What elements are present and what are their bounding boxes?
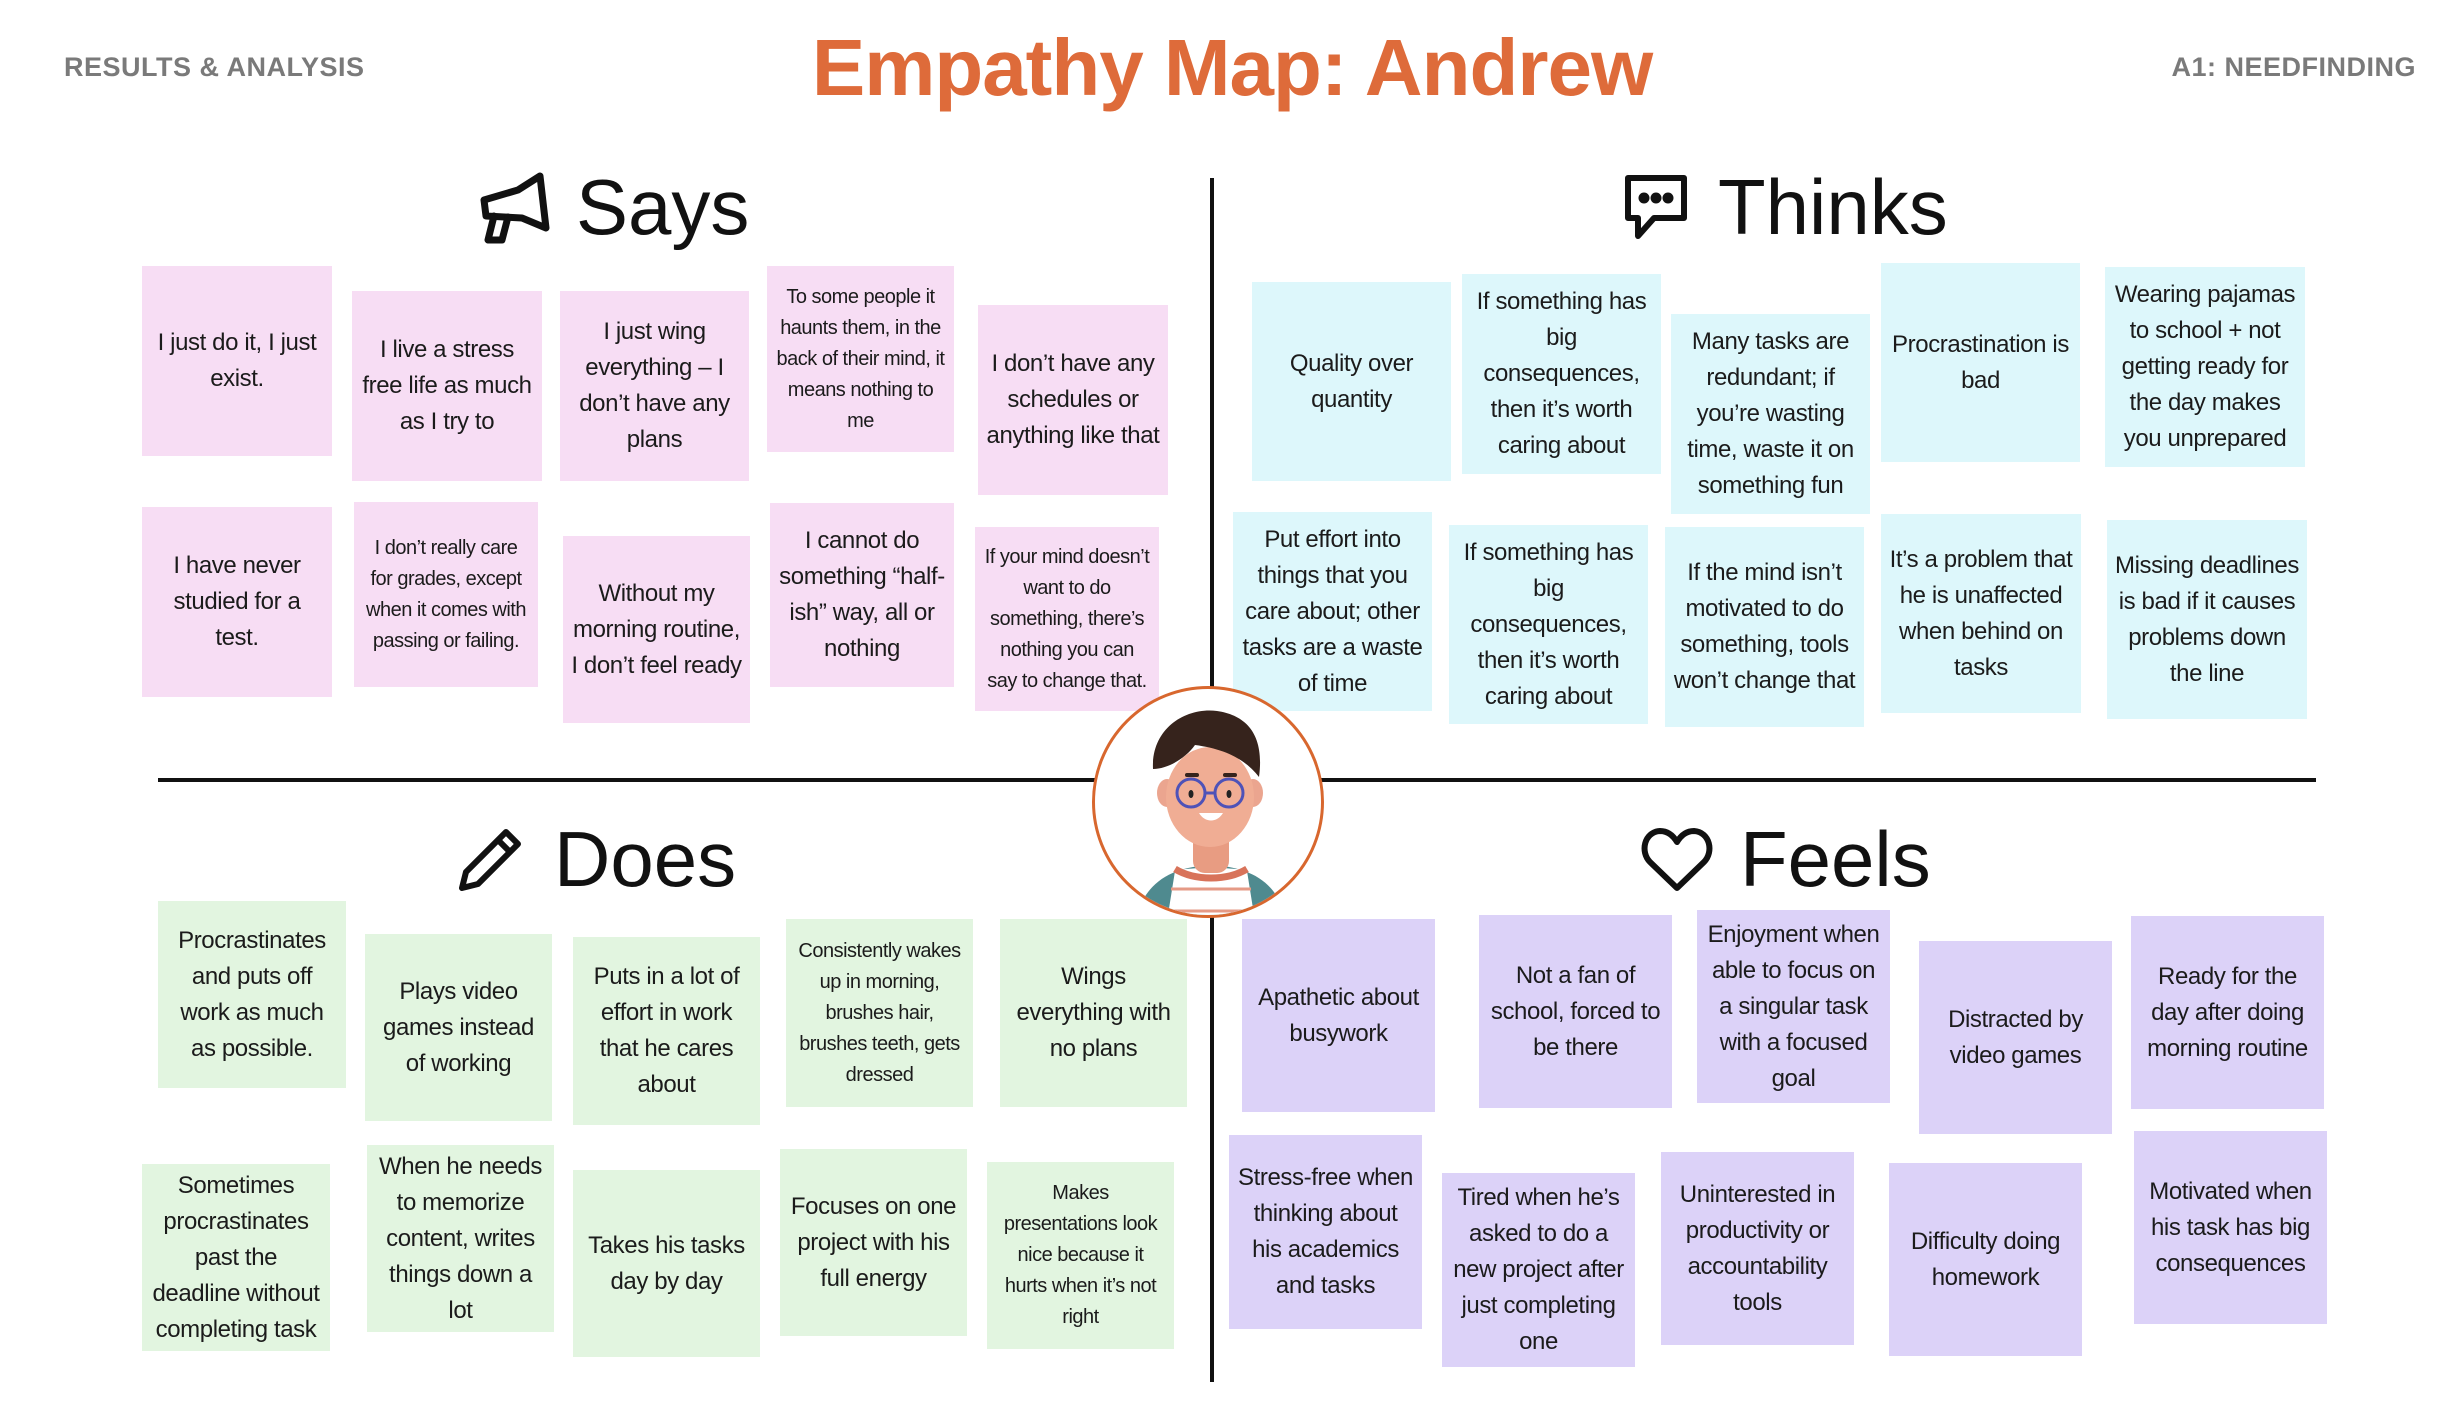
feels-sticky-note: Ready for the day after doing morning ro… (2131, 916, 2324, 1109)
feels-label: Feels (1740, 815, 1931, 903)
feels-sticky-note: Distracted by video games (1919, 941, 2112, 1134)
sticky-note-text: I just wing everything – I don’t have an… (579, 318, 730, 453)
feels-sticky-note: Difficulty doing homework (1889, 1163, 2082, 1356)
sticky-note-text: When he needs to memorize content, write… (379, 1152, 542, 1324)
sticky-note-text: Uninterested in productivity or accounta… (1679, 1180, 1836, 1316)
sticky-note-text: Distracted by video games (1948, 1005, 2083, 1069)
sticky-note-text: Puts in a lot of effort in work that he … (593, 963, 740, 1098)
chat-bubble-icon (1620, 172, 1692, 244)
feels-sticky-note: Stress-free when thinking about his acad… (1229, 1135, 1422, 1329)
feels-sticky-note: Motivated when his task has big conseque… (2134, 1131, 2327, 1324)
sticky-note-text: I cannot do something “half-ish” way, al… (779, 527, 945, 662)
thinks-sticky-note: If something has big consequences, then … (1462, 274, 1661, 474)
thinks-sticky-note: If something has big consequences, then … (1449, 525, 1648, 724)
thinks-sticky-note: Missing deadlines is bad if it causes pr… (2107, 520, 2307, 719)
says-sticky-note: I don’t really care for grades, except w… (354, 502, 538, 687)
sticky-note-text: Quality over quantity (1289, 349, 1414, 413)
thinks-label: Thinks (1718, 163, 1948, 251)
does-sticky-note: Procrastinates and puts off work as much… (158, 901, 346, 1088)
sticky-note-text: Tired when he’s asked to do a new projec… (1453, 1184, 1624, 1355)
does-sticky-note: Consistently wakes up in morning, brushe… (786, 919, 973, 1107)
sticky-note-text: If something has big consequences, then … (1463, 538, 1634, 710)
pencil-icon (452, 822, 528, 898)
does-sticky-note: Takes his tasks day by day (573, 1170, 760, 1357)
sticky-note-text: Ready for the day after doing morning ro… (2147, 962, 2308, 1062)
sticky-note-text: Without my morning routine, I don’t feel… (571, 579, 742, 679)
sticky-note-text: I just do it, I just exist. (157, 329, 317, 392)
feels-sticky-note: Tired when he’s asked to do a new projec… (1442, 1173, 1635, 1367)
says-sticky-note: I just wing everything – I don’t have an… (560, 291, 749, 481)
sticky-note-text: If the mind isn’t motivated to do someth… (1673, 559, 1856, 694)
megaphone-icon (478, 170, 550, 246)
sticky-note-text: I don’t have any schedules or anything l… (986, 350, 1160, 449)
thinks-sticky-note: It’s a problem that he is unaffected whe… (1881, 514, 2081, 713)
says-sticky-note: I don’t have any schedules or anything l… (978, 305, 1168, 495)
page-title: Empathy Map: Andrew (811, 23, 1653, 112)
sticky-note-text: I live a stress free life as much as I t… (362, 336, 532, 435)
feels-sticky-note: Not a fan of school, forced to be there (1479, 915, 1672, 1108)
sticky-note-text: Many tasks are redundant; if you’re wast… (1687, 328, 1854, 499)
does-sticky-note: Sometimes procrastinates past the deadli… (142, 1164, 330, 1351)
does-sticky-note: Wings everything with no plans (1000, 919, 1187, 1107)
sticky-note-text: I have never studied for a test. (173, 552, 301, 651)
sticky-note-text: Motivated when his task has big conseque… (2149, 1177, 2312, 1277)
section-label: RESULTS & ANALYSIS (64, 52, 365, 82)
says-sticky-note: I just do it, I just exist. (142, 266, 332, 456)
does-sticky-note: Makes presentations look nice because it… (987, 1162, 1174, 1349)
does-sticky-note: Focuses on one project with his full ene… (780, 1149, 967, 1336)
sticky-note-text: Wearing pajamas to school + not getting … (2114, 281, 2296, 452)
does-heading: Does (452, 814, 736, 905)
thinks-sticky-note: Many tasks are redundant; if you’re wast… (1671, 314, 1870, 514)
feels-sticky-note: Uninterested in productivity or accounta… (1661, 1152, 1854, 1345)
does-sticky-note: Plays video games instead of working (365, 934, 552, 1121)
heart-icon (1640, 826, 1714, 894)
says-sticky-note: Without my morning routine, I don’t feel… (563, 536, 750, 723)
sticky-note-text: Procrastination is bad (1892, 330, 2069, 394)
sticky-note-text: If your mind doesn’t want to do somethin… (984, 545, 1150, 692)
sticky-note-text: Wings everything with no plans (1016, 963, 1171, 1062)
says-sticky-note: I live a stress free life as much as I t… (352, 291, 542, 481)
sticky-note-text: Difficulty doing homework (1910, 1227, 2061, 1291)
sticky-note-text: Not a fan of school, forced to be there (1490, 961, 1661, 1061)
sticky-note-text: To some people it haunts them, in the ba… (776, 285, 945, 432)
persona-avatar (1092, 686, 1324, 918)
sticky-note-text: Apathetic about busywork (1258, 983, 1419, 1047)
thinks-heading: Thinks (1620, 162, 1948, 253)
assignment-label: A1: NEEDFINDING (2171, 52, 2416, 82)
sticky-note-text: Consistently wakes up in morning, brushe… (798, 939, 961, 1086)
sticky-note-text: If something has big consequences, then … (1476, 288, 1647, 459)
does-sticky-note: Puts in a lot of effort in work that he … (573, 937, 760, 1125)
sticky-note-text: I don’t really care for grades, except w… (366, 536, 526, 652)
thinks-sticky-note: Quality over quantity (1252, 282, 1451, 481)
sticky-note-text: Stress-free when thinking about his acad… (1237, 1164, 1413, 1299)
does-label: Does (554, 815, 737, 903)
does-sticky-note: When he needs to memorize content, write… (367, 1145, 554, 1332)
says-label: Says (576, 163, 750, 251)
sticky-note-text: Missing deadlines is bad if it causes pr… (2115, 551, 2299, 687)
says-heading: Says (478, 162, 749, 253)
sticky-note-text: Enjoyment when able to focus on a singul… (1707, 920, 1880, 1092)
sticky-note-text: Makes presentations look nice because it… (1003, 1182, 1158, 1328)
says-sticky-note: I have never studied for a test. (142, 507, 332, 697)
thinks-sticky-note: Wearing pajamas to school + not getting … (2105, 267, 2305, 467)
sticky-note-text: It’s a problem that he is unaffected whe… (1889, 545, 2073, 681)
feels-heading: Feels (1640, 814, 1931, 905)
thinks-sticky-note: If the mind isn’t motivated to do someth… (1665, 527, 1864, 727)
feels-sticky-note: Apathetic about busywork (1242, 919, 1435, 1112)
sticky-note-text: Takes his tasks day by day (588, 1231, 745, 1295)
sticky-note-text: Put effort into things that you care abo… (1242, 525, 1423, 697)
sticky-note-text: Procrastinates and puts off work as much… (178, 926, 326, 1062)
says-sticky-note: If your mind doesn’t want to do somethin… (975, 527, 1159, 711)
sticky-note-text: Plays video games instead of working (383, 977, 534, 1077)
sticky-note-text: Sometimes procrastinates past the deadli… (152, 1171, 320, 1343)
thinks-sticky-note: Put effort into things that you care abo… (1233, 512, 1432, 711)
says-sticky-note: To some people it haunts them, in the ba… (767, 266, 954, 452)
says-sticky-note: I cannot do something “half-ish” way, al… (770, 503, 954, 687)
feels-sticky-note: Enjoyment when able to focus on a singul… (1697, 910, 1890, 1103)
thinks-sticky-note: Procrastination is bad (1881, 263, 2080, 462)
sticky-note-text: Focuses on one project with his full ene… (790, 1192, 957, 1292)
